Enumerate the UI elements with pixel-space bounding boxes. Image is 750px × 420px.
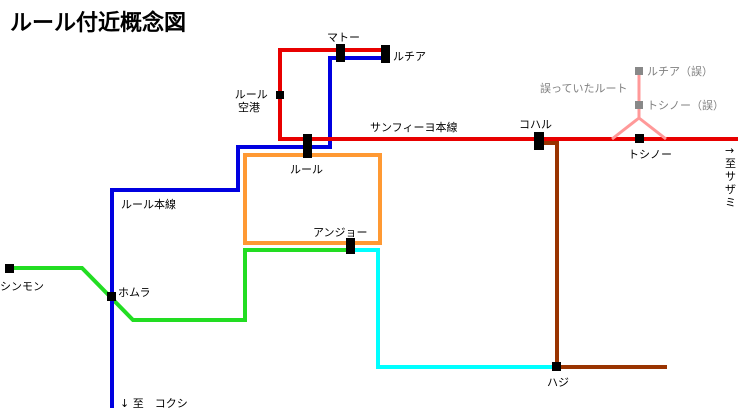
station-ruchia [381,45,390,63]
rule-main-line [110,56,386,408]
label-mistaken-route: 誤っていたルート [540,81,627,95]
label-rule-main-line: ルール本線 [121,197,176,211]
label-direction-east-char: ミ [725,196,736,209]
mistaken-route [611,72,667,141]
station-kohal [534,132,544,150]
station-homura [107,292,116,301]
label-rule-airport-line1: ルール [235,88,268,101]
label-anjo: アンジョー [313,226,368,239]
label-rule: ルール [290,163,323,176]
label-shinmon: シンモン [0,280,44,293]
station-mato [336,44,345,62]
label-toshino: トシノー [628,148,672,161]
stations [5,44,644,371]
label-direction-east-char: → [725,144,734,157]
station-ruchia-mistaken [635,67,643,75]
sanfiyo-main-line [278,48,738,141]
label-rule-airport: ルール 空港 [235,88,272,114]
label-haji: ハジ [547,376,569,389]
label-kohal: コハル [519,118,552,131]
label-homura: ホムラ [118,286,150,299]
kohal-line [539,141,667,369]
label-direction-east-char: ザ [725,183,736,196]
orange-loop-line [243,153,382,245]
mistaken-route-branch-west [611,116,640,141]
station-toshino-mistaken [635,101,643,109]
label-direction-east: →至サザミ [725,144,736,209]
station-toshino [635,134,644,143]
mistaken-route-branch-east [638,116,667,141]
label-toshino-mistaken: トシノー（誤） [647,98,724,112]
label-sanfiyo-line: サンフィーヨ本線 [370,120,457,134]
station-rule [303,134,312,158]
map-title: ルール付近概念図 [10,10,186,36]
label-direction-east-char: サ [725,170,736,183]
label-ruchia-mistaken: ルチア（誤） [647,64,713,78]
station-haji [552,362,561,371]
station-shinmon [5,264,14,273]
label-rule-airport-line2: 空港 [238,100,260,114]
label-ruchia: ルチア [393,50,426,63]
label-direction-east-char: 至 [725,157,736,170]
label-direction-south: ↓ 至 コクシ [120,397,188,410]
station-anjo [346,238,355,254]
station-rule-airport [276,91,284,99]
green-line [10,248,350,322]
cyan-line [350,248,557,369]
label-mato: マトー [327,31,360,44]
